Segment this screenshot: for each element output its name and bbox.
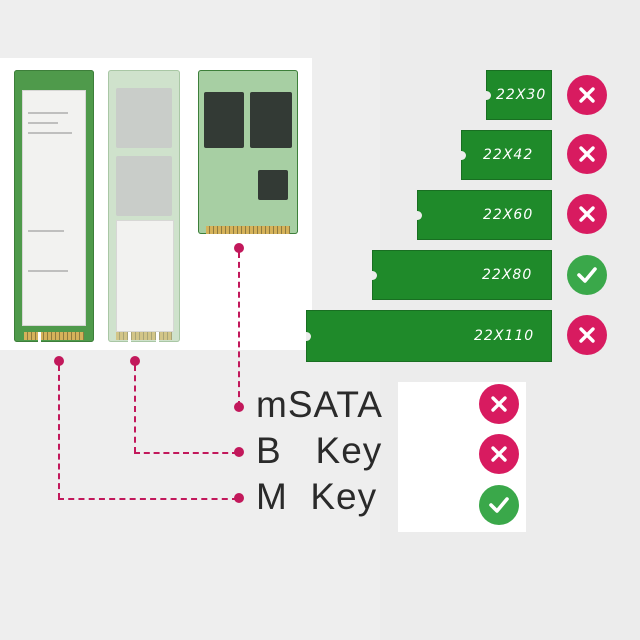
connector-dot (234, 447, 244, 457)
flash-chip (250, 92, 292, 148)
length-bar-22x42: 22X42 (461, 130, 552, 180)
ssd-label-sticker (116, 220, 174, 332)
length-label: 22X80 (482, 267, 533, 283)
sticker-text-line (28, 112, 68, 114)
ssd-label-sticker (22, 90, 86, 326)
flash-chip (204, 92, 244, 148)
connector-dot (234, 402, 244, 412)
connector-dot (234, 243, 244, 253)
key-notch (38, 332, 41, 342)
connector-dot (54, 356, 64, 366)
bar-notch (417, 211, 422, 220)
key-notch (128, 332, 131, 342)
length-bar-22x60: 22X60 (417, 190, 552, 240)
bar-notch (486, 91, 491, 100)
sticker-text-line (28, 270, 68, 272)
flash-chip (116, 156, 172, 216)
flash-chip (116, 88, 172, 148)
sticker-text-line (28, 122, 58, 124)
m2-b-key-ssd (108, 70, 180, 342)
length-label: 22X42 (483, 147, 534, 163)
edge-connector (24, 332, 84, 340)
bar-notch (372, 271, 377, 280)
bar-notch (461, 151, 466, 160)
bar-notch (306, 332, 311, 341)
key-notch (156, 332, 159, 342)
connector-dot (234, 493, 244, 503)
connector-line (58, 365, 60, 499)
length-label: 22X60 (483, 207, 534, 223)
edge-connector (116, 332, 172, 340)
cross-icon (567, 134, 607, 174)
check-icon (567, 255, 607, 295)
edge-connector (206, 226, 290, 234)
connector-line (134, 452, 238, 454)
cross-icon (567, 194, 607, 234)
interface-label-msata: mSATA (256, 384, 383, 425)
check-icon (479, 485, 519, 525)
length-label: 22X30 (496, 87, 547, 103)
connector-dot (130, 356, 140, 366)
m2-m-key-ssd (14, 70, 94, 342)
connector-line (58, 498, 238, 500)
cross-icon (567, 75, 607, 115)
length-label: 22X110 (474, 328, 535, 344)
length-bar-22x30: 22X30 (486, 70, 552, 120)
sticker-text-line (28, 132, 72, 134)
cross-icon (567, 315, 607, 355)
interface-label-m-key: M Key (256, 476, 378, 517)
cross-icon (479, 384, 519, 424)
controller-chip (258, 170, 288, 200)
connector-line (134, 365, 136, 453)
connector-line (238, 252, 240, 407)
cross-icon (479, 434, 519, 474)
sticker-text-line (28, 230, 64, 232)
msata-ssd (198, 70, 298, 234)
length-bar-22x110: 22X110 (306, 310, 552, 362)
length-bar-22x80: 22X80 (372, 250, 552, 300)
interface-label-b-key: B Key (256, 430, 383, 471)
